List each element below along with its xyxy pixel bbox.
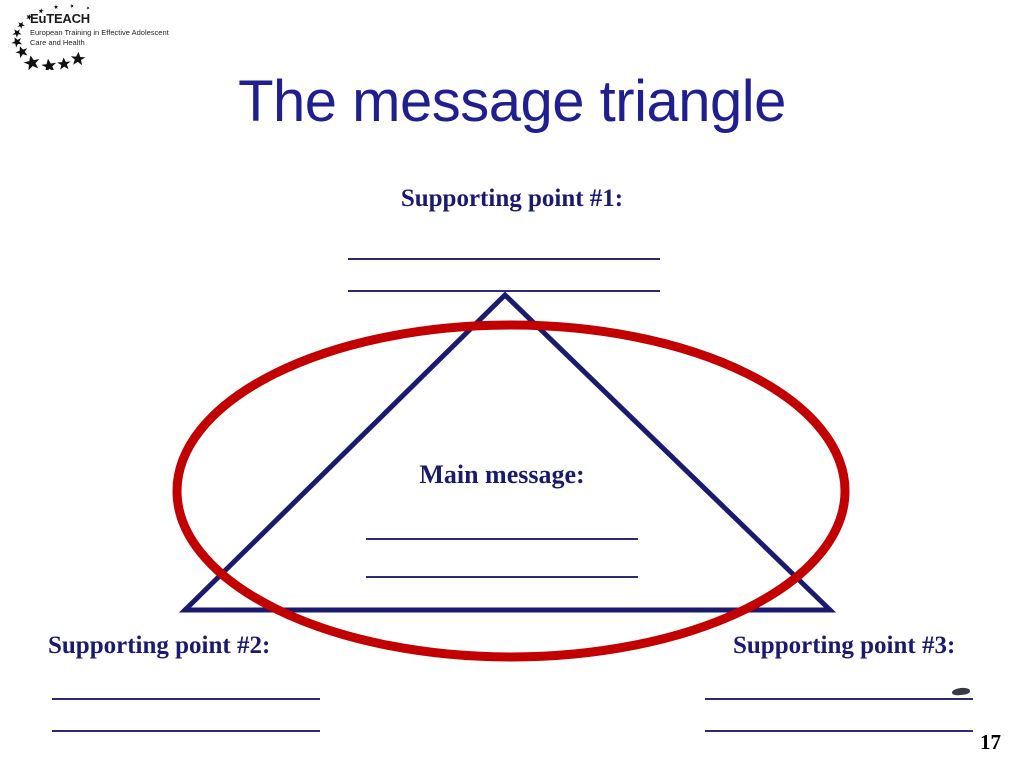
- fill-in-line-supporting_point_1-1: [348, 290, 660, 292]
- fill-in-line-main_message-2: [366, 538, 638, 540]
- logo-name: EuTEACH: [30, 11, 90, 26]
- fill-in-line-supporting_point_3-7: [705, 730, 973, 732]
- fill-in-line-main_message-3: [366, 576, 638, 578]
- fill-in-line-supporting_point_3-6: [705, 698, 973, 700]
- supporting-point-1-label: Supporting point #1:: [400, 185, 624, 212]
- euteach-star-arc-icon: [11, 4, 90, 70]
- triangle-shape: [178, 291, 837, 613]
- fill-in-line-supporting_point_2-5: [52, 730, 320, 732]
- highlight-ellipse: [172, 320, 850, 662]
- main-message-label: Main message:: [419, 460, 585, 489]
- page-title: The message triangle: [238, 69, 786, 134]
- fill-in-line-supporting_point_2-4: [52, 698, 320, 700]
- page-number: 17: [980, 730, 1001, 754]
- supporting-point-2-label: Supporting point #2:: [48, 632, 271, 659]
- logo-tagline-line-2: Care and Health: [30, 38, 85, 47]
- logo-tagline: European Training in Effective Adolescen…: [30, 28, 180, 48]
- fill-in-line-supporting_point_1-0: [348, 258, 660, 260]
- logo-tagline-line-1: European Training in Effective Adolescen…: [30, 28, 169, 37]
- supporting-point-3-label: Supporting point #3:: [733, 632, 956, 659]
- euteach-logo: EuTEACH European Training in Effective A…: [8, 4, 178, 70]
